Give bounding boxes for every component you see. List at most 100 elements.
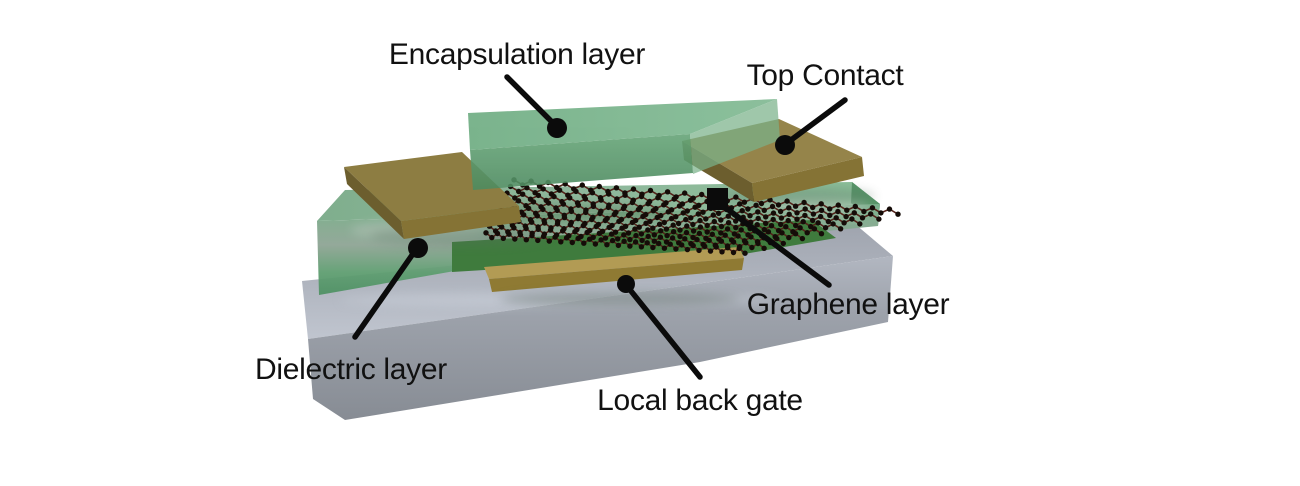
graphene-atom [645,227,651,233]
leader-dot-top-contact [775,135,795,155]
graphene-atom [606,224,612,231]
graphene-atom [523,225,529,232]
graphene-atom [825,218,832,225]
graphene-atom [730,249,737,256]
graphene-atom [783,224,789,230]
graphene-atom [690,228,697,234]
graphene-atom [523,237,529,243]
leader-dot-encapsulation [547,118,567,138]
graphene-atom [630,186,637,192]
graphene-atom [673,246,679,252]
graphene-atom [530,199,537,205]
graphene-atom [650,225,656,231]
graphene-atom [700,209,706,215]
graphene-atom [554,207,560,214]
graphene-atom [656,221,663,227]
graphene-atom [554,221,561,227]
graphene-atom [797,225,803,231]
graphene-atom [851,210,857,216]
graphene-atom [540,206,546,213]
graphene-atom [684,223,690,229]
graphene-atom [535,192,542,199]
graphene-atom [635,206,642,213]
leader-line-dielectric [352,245,420,340]
graphene-atom [741,199,748,205]
graphene-atom [616,218,622,225]
graphene-bond-row [510,185,880,220]
graphene-atom [718,230,724,236]
graphene-atom [483,230,489,236]
graphene-atom [706,237,712,244]
graphene-atom [718,238,725,244]
graphene-atom [761,207,767,213]
graphene-atom [668,215,675,222]
graphene-atom [656,240,662,247]
graphene-atom [524,185,530,191]
graphene-atom [785,217,791,224]
leader-dot-back-gate [617,275,635,293]
graphene-atom [682,236,688,242]
graphene-atom [722,232,728,238]
graphene-atom [747,213,753,219]
graphene-atom [763,220,769,226]
back-gate-shadow [500,292,740,306]
graphene-atom [811,226,818,232]
graphene-atom [529,219,535,225]
graphene-atom [567,222,574,228]
graphene-bond-row [485,232,746,254]
graphene-atom [558,239,564,245]
graphene-atom [711,218,717,225]
right-contact-front-face [752,157,864,202]
graphene-atom [769,203,776,210]
graphene-atom [699,191,705,198]
graphene-atom [755,209,761,215]
graphene-atom [843,213,849,220]
graphene-atom [704,229,710,235]
graphene-atom [784,198,790,204]
leader-dots [408,118,795,293]
graphene-atom [670,222,676,228]
graphene-atom [886,206,893,212]
graphene-atom [602,217,608,224]
graphene-atom [739,208,745,214]
graphene-atom [765,229,772,235]
graphene-atom [560,201,567,207]
graphene-atom [702,243,708,249]
graphene-atom [645,201,651,207]
graphene-atom [676,203,683,209]
graphene-atom [895,211,901,217]
graphene-atom [640,213,646,220]
graphene-atom [799,235,806,242]
graphene-atom [736,245,742,252]
leader-line-top-contact [784,97,848,146]
graphene-atom [849,216,855,222]
graphene-atom [605,204,612,211]
graphene-atom [619,225,625,231]
graphene-atom [709,231,715,237]
graphene-atom [589,190,596,196]
graphene-atom [778,215,785,221]
graphene-atom [827,206,833,212]
graphene-atom [645,233,651,240]
graphene-atom [547,227,554,233]
back-gate-top-face [484,247,744,279]
graphene-atom [677,227,683,233]
graphene-atom [707,248,714,254]
graphene-bond-row [489,225,765,249]
graphene-atom [745,206,751,212]
graphene-atom [697,224,704,230]
graphene-atom [852,203,858,210]
graphene-atom [818,231,825,237]
graphene-atom [580,222,586,229]
graphene-atom [861,208,867,215]
graphene-atom [761,245,767,251]
graphene-atom [575,202,582,208]
graphene-atom [665,209,671,215]
graphene-atom [598,197,604,203]
graphene-atom [673,214,679,220]
graphene-atom [725,220,732,226]
graphene-atom [683,216,689,223]
graphene-atom [679,242,685,248]
graphene-atom [584,229,590,236]
graphene-atom [677,233,683,240]
